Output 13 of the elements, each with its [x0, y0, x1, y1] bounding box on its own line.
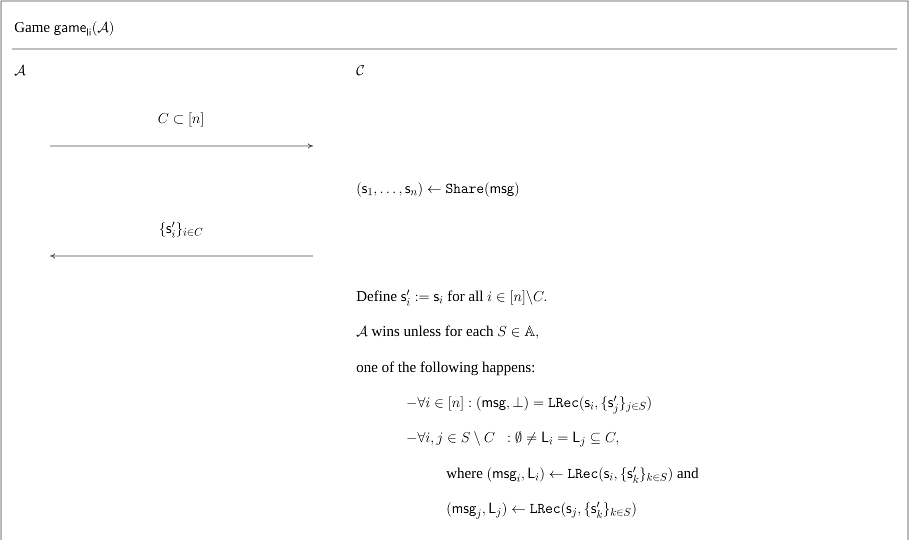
formula-line: $\text{one of the following happens:}$ [356, 361, 534, 376]
title: $\text{Game } \mathsf{game}_{\mathsf{li}}(\mathcal{A})$ [14, 21, 113, 36]
party-label: $\mathcal{C}$ [356, 64, 364, 76]
formula-line: $- \forall i, j \in S \setminus C \;\; : \emptyset \neq \mathsf{L}_i = \mathsf{L}_j \subseteq C,$ [407, 430, 618, 446]
formula-line: $(\mathsf{s}_1, \ldots, \mathsf{s}_n) \leftarrow \mathtt{Share}(\mathsf{msg})$ [358, 182, 518, 197]
message-label: $\{\mathsf{s}'_i\}_{i \in C}$ [160, 222, 202, 238]
message-label: $C \subset [n]$ [158, 112, 203, 127]
formula-line: $\text{Define } \mathsf{s}'_i := \mathsf{s}_i \text{ for all } i \in [n] \backslash C.$ [356, 290, 546, 306]
formula-line: $- \forall i \in [n] : (\mathsf{msg}, \bot) = \mathtt{LRec}(\mathsf{s}_i, \{\mathsf{s}'_j\}_{j \in S})$ [407, 396, 651, 414]
party-label: $\mathcal{A}$ [14, 64, 26, 76]
formula-line: $(\mathsf{msg}_j, \mathsf{L}_j) \leftarrow \mathtt{LRec}(\mathsf{s}_j, \{\mathsf{s}'_k\}_{k \in S})$ [448, 502, 636, 519]
formula-line: $\text{where } (\mathsf{msg}_i, \mathsf{L}_i) \leftarrow \mathtt{LRec}(\mathsf{s}_i, \{\mathsf{s}'_k\}_{k \in S}) \text{ and}$ [446, 466, 698, 483]
formula-line: $\mathcal{A} \text{ wins unless for each } S \in \mathbb{A},$ [356, 325, 538, 339]
